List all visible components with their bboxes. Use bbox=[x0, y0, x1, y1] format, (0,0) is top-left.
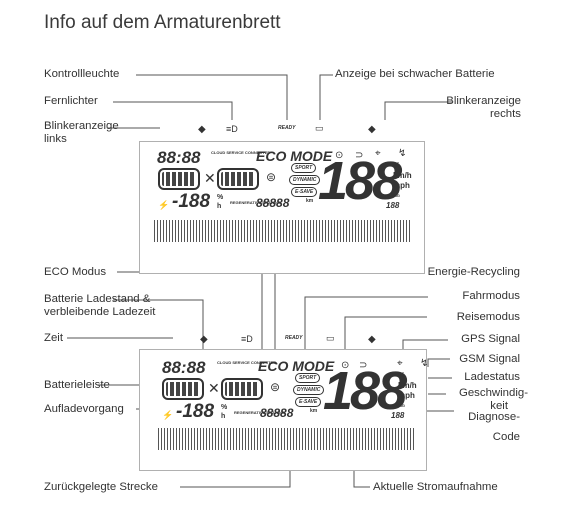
speed-digits: 188 bbox=[323, 361, 407, 421]
label-blinker-links-line1: Blinkeranzeige bbox=[44, 120, 119, 132]
label-schwache-batterie: Anzeige bei schwacher Batterie bbox=[335, 68, 495, 80]
right-arrow-icon: ◆ bbox=[368, 124, 376, 135]
odometer-unit: km bbox=[306, 198, 314, 204]
battery-low-icon: ▭ bbox=[326, 333, 335, 343]
label-geschwindigkeit-line2: keit bbox=[490, 400, 508, 412]
label-gsm-signal: GSM Signal bbox=[459, 353, 520, 365]
eco-mode-text: ECO MODE bbox=[258, 358, 335, 374]
battery-bar-right bbox=[217, 168, 259, 190]
mph-unit: mph bbox=[398, 391, 415, 400]
kmh-unit: km/h bbox=[398, 381, 417, 390]
label-batterieleiste: Batterieleiste bbox=[44, 379, 110, 391]
odometer-unit: km bbox=[310, 408, 318, 414]
rating-text: RATING bbox=[385, 193, 401, 198]
charging-icon: ⚡ bbox=[162, 410, 174, 420]
speed-digits: 188 bbox=[318, 151, 402, 211]
label-eco-modus: ECO Modus bbox=[44, 266, 107, 278]
label-fernlichter: Fernlichter bbox=[44, 95, 98, 107]
speed-percent-unit: % bbox=[393, 161, 401, 170]
label-ladestatus: Ladestatus bbox=[464, 371, 520, 383]
regen-icon: ⊜ bbox=[266, 170, 277, 184]
label-geschwindigkeit-line1: Geschwindig- bbox=[458, 387, 528, 399]
esave-badge: E-SAVE bbox=[291, 187, 318, 197]
label-batterie-ladestand-line1: Batterie Ladestand & bbox=[44, 293, 151, 305]
regen-braking-text: REGENERATIVE BRAKING bbox=[234, 410, 286, 415]
gsm-signal-icon: ↯ bbox=[398, 148, 407, 159]
charge-digits: -188 bbox=[176, 401, 215, 422]
battery-low-icon: ▭ bbox=[315, 123, 324, 133]
rating-text: RATING bbox=[390, 403, 406, 408]
lcd-panel-bottom: 88:88 CLOUD SERVICE CONNECTED ECO MODE ⊙… bbox=[139, 349, 429, 471]
label-aufladevorgang: Aufladevorgang bbox=[44, 403, 124, 415]
charging-plug-icon: ✕ bbox=[204, 170, 216, 186]
current-draw-bar bbox=[154, 220, 412, 242]
label-blinker-rechts-line2: rechts bbox=[489, 108, 521, 120]
odometer-digits: 88888 bbox=[256, 196, 290, 210]
charge-percent: % bbox=[217, 194, 224, 201]
label-energie-recycling: Energie-Recycling bbox=[427, 266, 520, 278]
diagnose-digits: 188 bbox=[391, 411, 405, 420]
label-reisemodus: Reisemodus bbox=[456, 311, 520, 323]
battery-bar-left bbox=[162, 378, 204, 400]
left-arrow-icon: ◆ bbox=[200, 334, 208, 345]
ready-indicator: READY bbox=[278, 125, 296, 131]
lcd-panel-top: 88:88 CLOUD SERVICE CONNECTED ECO MODE ⊙… bbox=[139, 141, 425, 274]
label-diagnose-line2: Code bbox=[492, 431, 520, 443]
dynamic-badge: DYNAMIC bbox=[293, 385, 325, 395]
current-draw-bar bbox=[158, 428, 416, 450]
dynamic-badge: DYNAMIC bbox=[289, 175, 321, 185]
ready-indicator: READY bbox=[285, 335, 303, 341]
label-batterie-ladestand-line2: verbleibende Ladezeit bbox=[44, 306, 156, 318]
gps-signal-icon: ⌖ bbox=[375, 148, 381, 159]
gsm-signal-icon: ↯ bbox=[420, 358, 429, 369]
cloud-service-text: CLOUD SERVICE CONNECTED bbox=[211, 150, 271, 155]
right-arrow-icon: ◆ bbox=[368, 334, 376, 345]
label-blinker-rechts-line1: Blinkeranzeige bbox=[446, 95, 521, 107]
label-aktuelle-stromaufnahme: Aktuelle Stromaufnahme bbox=[373, 481, 498, 493]
eco-mode-text: ECO MODE bbox=[256, 148, 333, 164]
label-kontrollleuchte: Kontrollleuchte bbox=[44, 68, 120, 80]
regen-braking-text: REGENERATIVE BRAKING bbox=[230, 200, 282, 205]
sport-badge: SPORT bbox=[291, 163, 317, 173]
drive-mode-icon: ⊃ bbox=[359, 360, 368, 371]
label-zurueckgelegte-strecke: Zurückgelegte Strecke bbox=[44, 481, 158, 493]
travel-mode-icon: ⊙ bbox=[341, 360, 350, 371]
mph-unit: mph bbox=[393, 181, 410, 190]
label-fahrmodus: Fahrmodus bbox=[462, 290, 520, 302]
label-diagnose-line1: Diagnose- bbox=[468, 411, 520, 423]
travel-mode-icon: ⊙ bbox=[335, 150, 344, 161]
label-blinker-links-line2: links bbox=[44, 133, 67, 145]
regen-icon: ⊜ bbox=[270, 380, 281, 394]
battery-bar-right bbox=[221, 378, 263, 400]
charge-digits: -188 bbox=[172, 191, 211, 212]
charge-percent: % bbox=[221, 404, 228, 411]
high-beam-icon: ≡D bbox=[226, 124, 238, 134]
diagnose-digits: 188 bbox=[386, 201, 400, 210]
page-title: Info auf dem Armaturenbrett bbox=[44, 12, 281, 33]
time-digits: 88:88 bbox=[157, 148, 201, 167]
label-zeit: Zeit bbox=[44, 332, 63, 344]
sport-badge: SPORT bbox=[295, 373, 321, 383]
label-gps-signal: GPS Signal bbox=[461, 333, 520, 345]
odometer-digits: 88888 bbox=[260, 406, 294, 420]
battery-bar-left bbox=[158, 168, 200, 190]
cloud-service-text: CLOUD SERVICE CONNECTED bbox=[217, 360, 277, 365]
speed-percent-unit: % bbox=[398, 371, 406, 380]
kmh-unit: km/h bbox=[393, 171, 412, 180]
high-beam-icon: ≡D bbox=[241, 334, 253, 344]
charging-icon: ⚡ bbox=[158, 200, 170, 210]
drive-mode-icon: ⊃ bbox=[355, 150, 364, 161]
gps-signal-icon: ⌖ bbox=[397, 358, 403, 369]
time-digits: 88:88 bbox=[162, 358, 206, 377]
charge-hours: h bbox=[217, 203, 222, 210]
esave-badge: E-SAVE bbox=[295, 397, 322, 407]
left-arrow-icon: ◆ bbox=[198, 124, 206, 135]
charge-hours: h bbox=[221, 413, 226, 420]
charging-plug-icon: ✕ bbox=[208, 380, 220, 396]
